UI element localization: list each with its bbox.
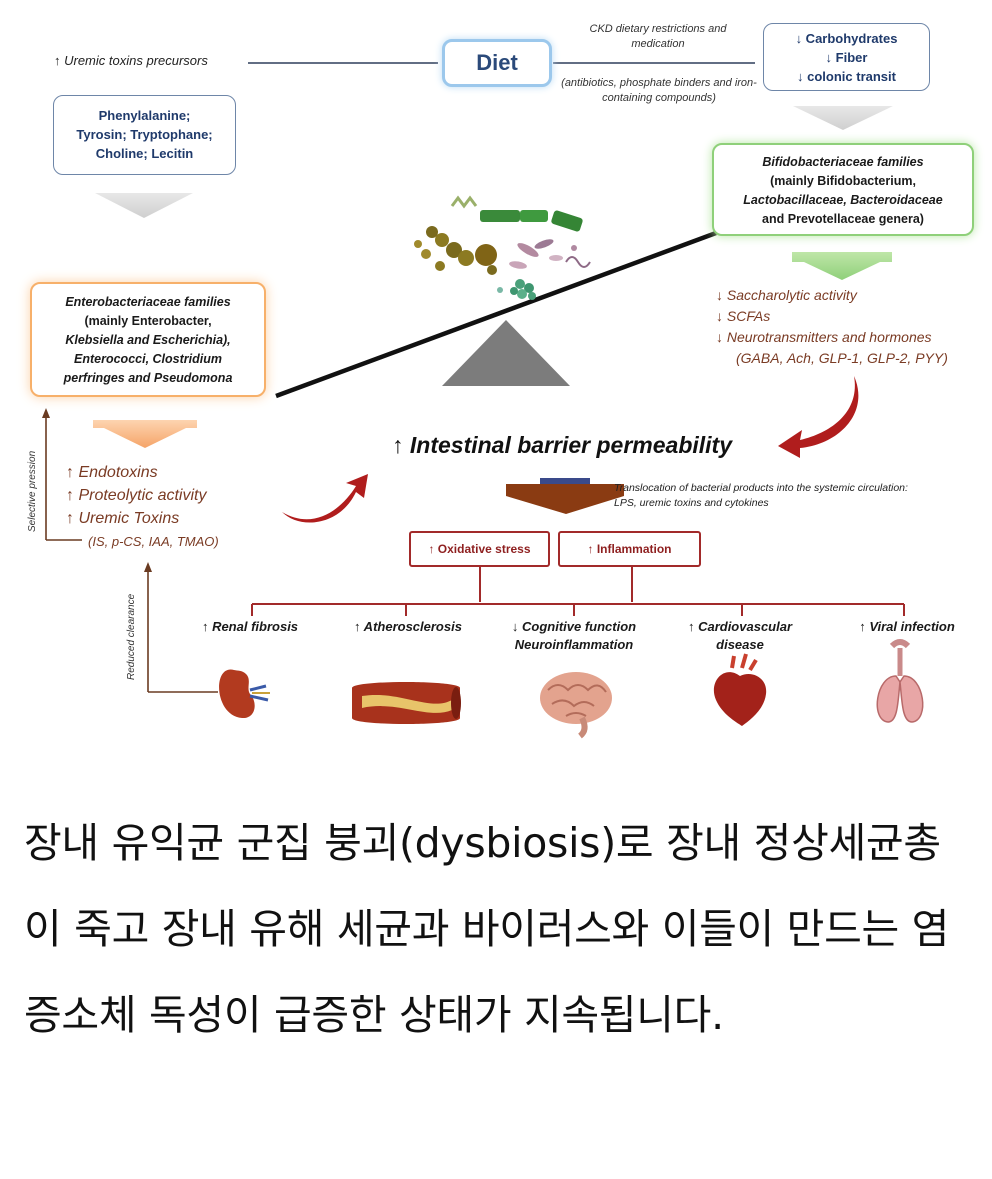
entero-line-4: Enterococci, Clostridium	[74, 352, 222, 366]
bifido-box: Bifidobacteriaceae families (mainly Bifi…	[712, 143, 974, 236]
outcome-cognitive-function: ↓ Cognitive function Neuroinflammation	[511, 619, 637, 652]
outcome-cardiovascular-disease: ↑ Cardiovascular disease	[687, 619, 793, 652]
endotoxins-line: ↑ Endotoxins	[66, 464, 158, 481]
fulcrum	[442, 320, 570, 386]
diagram-lines	[42, 62, 924, 739]
saccharolytic-list: ↓ Saccharolytic activity ↓ SCFAs ↓ Neuro…	[716, 285, 948, 369]
saccharolytic-line-3: ↓ Neurotransmitters and hormones	[716, 329, 932, 345]
carb-fiber-box: ↓ Carbohydrates ↓ Fiber ↓ colonic transi…	[763, 23, 930, 91]
kidney-icon	[219, 669, 270, 719]
oxidative-stress-box: ↑ Oxidative stress	[409, 531, 550, 567]
brain-icon	[540, 672, 612, 739]
bifido-line-1: Bifidobacteriaceae families	[762, 155, 924, 169]
bifido-line-4: and Prevotellaceae genera)	[762, 212, 924, 226]
heart-icon	[713, 653, 767, 726]
fiber-line: ↓ Fiber	[825, 50, 868, 65]
bifido-line-2: (mainly Bifidobacterium,	[770, 174, 916, 188]
carb-line: ↓ Carbohydrates	[795, 31, 898, 46]
entero-line-1: Enterobacteriaceae families	[65, 295, 231, 309]
ckd-note-bottom: (antibiotics, phosphate binders and iron…	[561, 77, 757, 104]
entero-line-2: (mainly Enterobacter,	[84, 314, 212, 328]
entero-line-3: Klebsiella and Escherichia),	[65, 333, 231, 347]
saccharolytic-line-1: ↓ Saccharolytic activity	[716, 287, 857, 303]
barrier-title: ↑ Intestinal barrier permeability	[392, 432, 733, 458]
entero-box: Enterobacteriaceae families (mainly Ente…	[30, 282, 266, 397]
uremic-toxins-line: ↑ Uremic Toxins	[66, 510, 180, 527]
lungs-icon	[876, 639, 924, 723]
translocation-arrow	[506, 484, 624, 514]
entero-effects-list: ↑ Endotoxins ↑ Proteolytic activity ↑ Ur…	[66, 461, 206, 530]
diet-label: Diet	[476, 50, 518, 75]
uremic-precursors-label: ↑ Uremic toxins precursors	[54, 53, 208, 68]
gut-dysbiosis-diagram: ↑ Uremic toxins precursors Diet CKD diet…	[27, 23, 974, 739]
red-curved-arrow-right	[778, 376, 859, 458]
artery-icon	[352, 682, 461, 724]
ckd-note-top: CKD dietary restrictions and medication	[589, 23, 727, 50]
selective-pression-label: Selective pression	[27, 450, 38, 532]
proteolytic-line: ↑ Proteolytic activity	[66, 487, 207, 504]
translocation-note: Translocation of bacterial products into…	[614, 482, 908, 509]
reduced-clearance-label: Reduced clearance	[126, 593, 137, 680]
caption-paragraph: 장내 유익균 군집 붕괴(dysbiosis)로 장내 정상세균총이 죽고 장내…	[24, 819, 950, 1039]
red-curved-arrow-left	[282, 474, 368, 523]
outcome-viral-infection: ↑ Viral infection	[859, 619, 955, 634]
inflammation-box: ↑ Inflammation	[558, 531, 701, 567]
saccharolytic-line-2: ↓ SCFAs	[716, 308, 771, 324]
entero-line-5: perfringes and Pseudomona	[63, 371, 233, 385]
amino-line-2: Tyrosin; Tryptophane;	[76, 127, 213, 142]
saccharolytic-line-4: (GABA, Ach, GLP-1, GLP-2, PYY)	[736, 350, 948, 366]
amino-precursors-box: Phenylalanine; Tyrosin; Tryptophane; Cho…	[53, 95, 236, 175]
amino-line-1: Phenylalanine;	[98, 108, 191, 123]
entero-effects-sub: (IS, p-CS, IAA, TMAO)	[88, 534, 219, 549]
bifido-line-3: Lactobacillaceae, Bacteroidaceae	[743, 193, 943, 207]
diet-box: Diet	[442, 39, 552, 87]
colonic-transit-line: ↓ colonic transit	[797, 69, 896, 84]
bacteria-cluster-icon	[414, 195, 591, 300]
outcome-renal-fibrosis: ↑ Renal fibrosis	[201, 619, 299, 634]
outcome-atherosclerosis: ↑ Atherosclerosis	[354, 619, 462, 634]
amino-line-3: Choline; Lecitin	[95, 146, 194, 161]
